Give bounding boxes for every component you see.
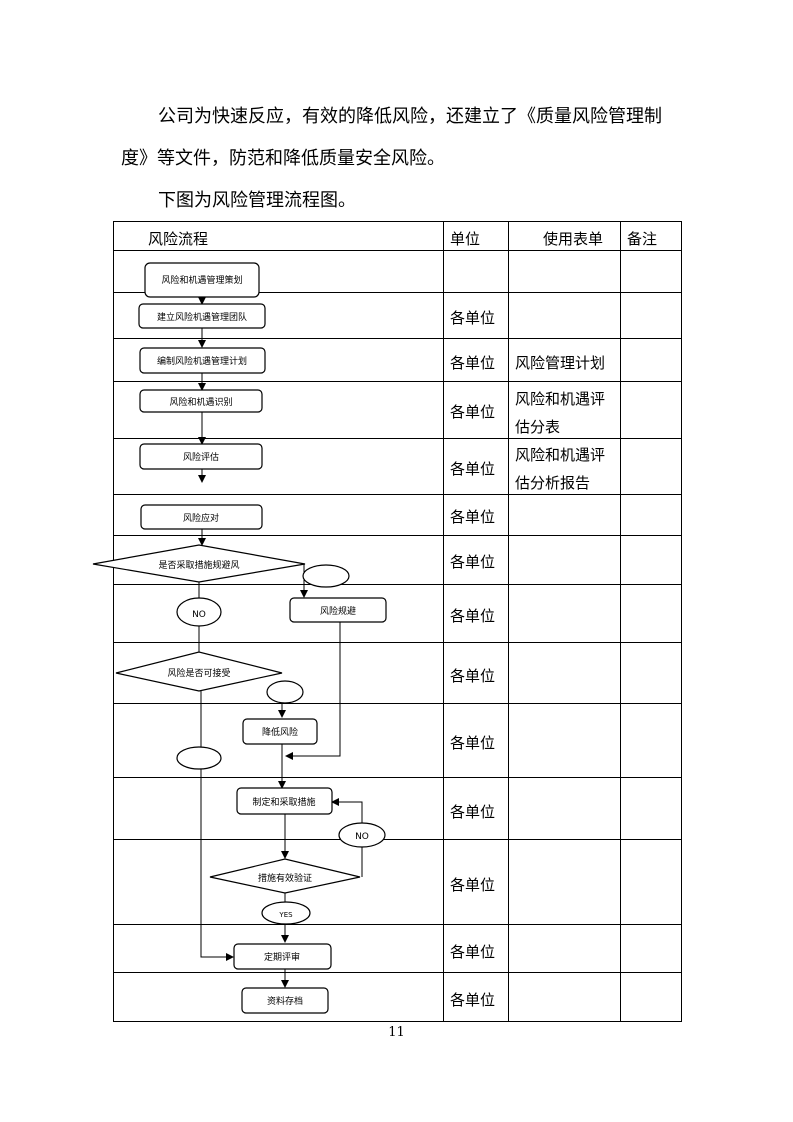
- flow-reduce-box: [242, 718, 318, 745]
- flow-yes-ellipse: [261, 901, 311, 925]
- form-cell: 估分表: [515, 418, 561, 436]
- unit-cell: 各单位: [450, 309, 496, 327]
- flow-avoid-label: 风险规避: [320, 605, 356, 617]
- unit-cell: 各单位: [450, 354, 496, 372]
- form-cell: 估分析报告: [515, 474, 591, 492]
- flow-step-planning-label: 风险和机遇管理策划: [161, 274, 242, 286]
- header-notes: 备注: [627, 230, 658, 248]
- flow-reduce-label: 降低风险: [262, 726, 298, 738]
- form-cell: 风险管理计划: [515, 354, 606, 372]
- unit-cell: 各单位: [450, 991, 496, 1009]
- form-cell: 风险和机遇评: [515, 390, 606, 408]
- unit-cell: 各单位: [450, 607, 496, 625]
- flow-decision-verify-diamond: [209, 858, 361, 894]
- flow-step-team-label: 建立风险机遇管理团队: [157, 311, 247, 323]
- flow-step-assess-label: 风险评估: [183, 451, 219, 463]
- flow-step-identify-box: [139, 389, 263, 413]
- flow-review-box: [233, 943, 332, 970]
- flow-no-ellipse: [338, 822, 386, 848]
- flow-measures-box: [236, 787, 333, 815]
- unit-cell: 各单位: [450, 403, 496, 421]
- intro-paragraph-line-2: 度》等文件，防范和降低质量安全风险。: [121, 148, 445, 169]
- unit-cell: 各单位: [450, 508, 496, 526]
- flow-decision-avoid-label: 是否采取措施规避风: [158, 559, 239, 571]
- flow-connector-ellipse: [266, 680, 304, 704]
- flow-step-assess-box: [139, 443, 263, 470]
- flow-step-identify-label: 风险和机遇识别: [169, 396, 232, 408]
- unit-cell: 各单位: [450, 553, 496, 571]
- flow-decision-avoid-diamond: [92, 544, 306, 583]
- flow-step-planning-box: [144, 262, 260, 298]
- flow-decision-accept-diamond: [115, 651, 283, 692]
- flow-step-team-box: [138, 303, 266, 329]
- header-risk-process: 风险流程: [148, 230, 209, 248]
- flow-archive-label: 资料存档: [267, 995, 303, 1007]
- unit-cell: 各单位: [450, 460, 496, 478]
- flow-no-ellipse: [176, 597, 222, 627]
- unit-cell: 各单位: [450, 943, 496, 961]
- header-forms: 使用表单: [543, 230, 604, 248]
- unit-cell: 各单位: [450, 667, 496, 685]
- flow-archive-box: [241, 987, 329, 1014]
- flow-decision-verify-label: 措施有效验证: [258, 872, 312, 884]
- flow-connector-ellipse: [302, 564, 350, 588]
- unit-cell: 各单位: [450, 803, 496, 821]
- form-cell: 风险和机遇评: [515, 446, 606, 464]
- flow-avoid-box: [289, 597, 387, 623]
- flow-yes-label: YES: [278, 911, 293, 919]
- flow-measures-label: 制定和采取措施: [252, 796, 315, 808]
- flow-step-respond-label: 风险应对: [183, 512, 219, 524]
- unit-cell: 各单位: [450, 734, 496, 752]
- unit-cell: 各单位: [450, 876, 496, 894]
- flow-step-plan-label: 编制风险机遇管理计划: [157, 355, 247, 367]
- flow-no-label: NO: [355, 832, 369, 842]
- page-number: 11: [388, 1025, 405, 1040]
- flow-step-respond-box: [140, 504, 263, 530]
- header-unit: 单位: [450, 230, 481, 248]
- flow-step-plan-box: [139, 347, 266, 374]
- flow-decision-accept-label: 风险是否可接受: [167, 667, 230, 679]
- flow-connector-ellipse: [176, 746, 222, 770]
- intro-paragraph-line-1: 公司为快速反应，有效的降低风险，还建立了《质量风险管理制: [158, 106, 662, 127]
- flowchart-caption: 下图为风险管理流程图。: [158, 190, 356, 211]
- flow-review-label: 定期评审: [264, 951, 300, 963]
- flow-no-label: NO: [192, 610, 206, 620]
